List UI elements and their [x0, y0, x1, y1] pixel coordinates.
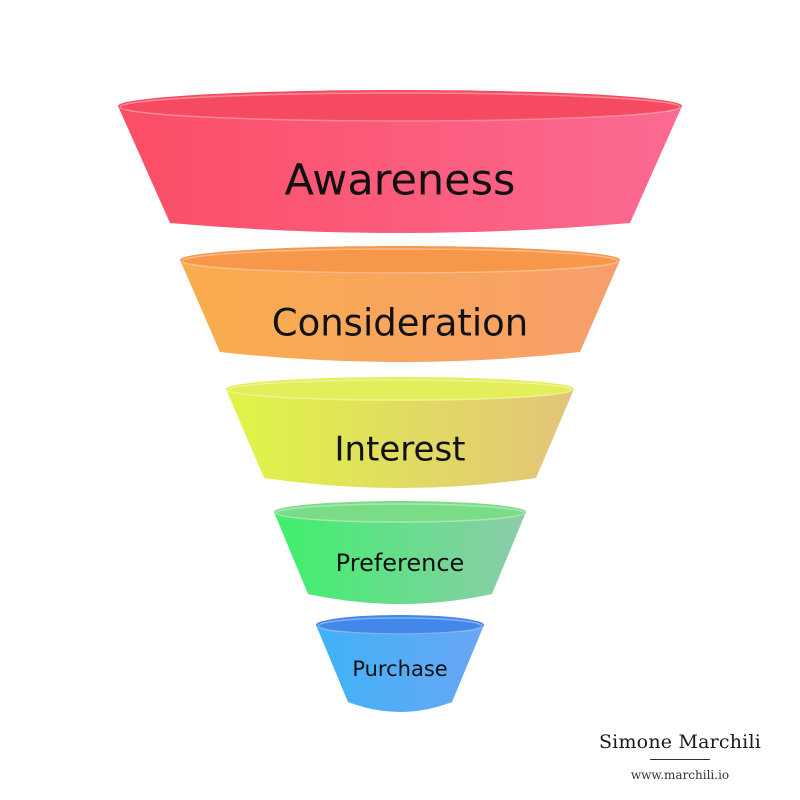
funnel-stage-interest: Interest — [226, 377, 574, 488]
funnel-stage-body — [274, 512, 526, 604]
funnel-stage-rim — [180, 246, 620, 274]
funnel-stage-rim-highlight — [119, 92, 681, 122]
funnel-stage-rim-highlight — [275, 503, 525, 523]
funnel-stage-label: Awareness — [285, 156, 516, 206]
funnel-stage-rim — [316, 615, 484, 635]
funnel-stage-rim-highlight — [227, 379, 573, 401]
funnel-stage-preference: Preference — [274, 501, 526, 604]
funnel-stage-body — [226, 389, 574, 488]
funnel-stage-body — [316, 625, 484, 712]
funnel-stage-label: Preference — [336, 549, 465, 577]
author-name: Simone Marchili — [598, 731, 762, 753]
funnel-stage-body — [180, 260, 620, 362]
funnel-stage-consideration: Consideration — [180, 246, 620, 362]
funnel-stage-label: Interest — [334, 430, 465, 470]
funnel-stage-body — [118, 106, 682, 233]
funnel-stage-label: Purchase — [352, 657, 447, 681]
author-url: www.marchili.io — [630, 768, 730, 782]
funnel-stage-rim-highlight — [181, 248, 619, 274]
funnel-stage-awareness: Awareness — [118, 90, 682, 233]
funnel-stage-rim — [226, 377, 574, 401]
author-credit: Simone Marchili www.marchili.io — [590, 731, 770, 782]
funnel-stage-rim — [118, 90, 682, 122]
credit-divider — [650, 759, 710, 760]
funnel-stage-purchase: Purchase — [316, 615, 484, 712]
funnel-stage-rim-highlight — [317, 617, 483, 635]
funnel-stage-label: Consideration — [272, 302, 529, 345]
funnel-stage-rim — [274, 501, 526, 523]
